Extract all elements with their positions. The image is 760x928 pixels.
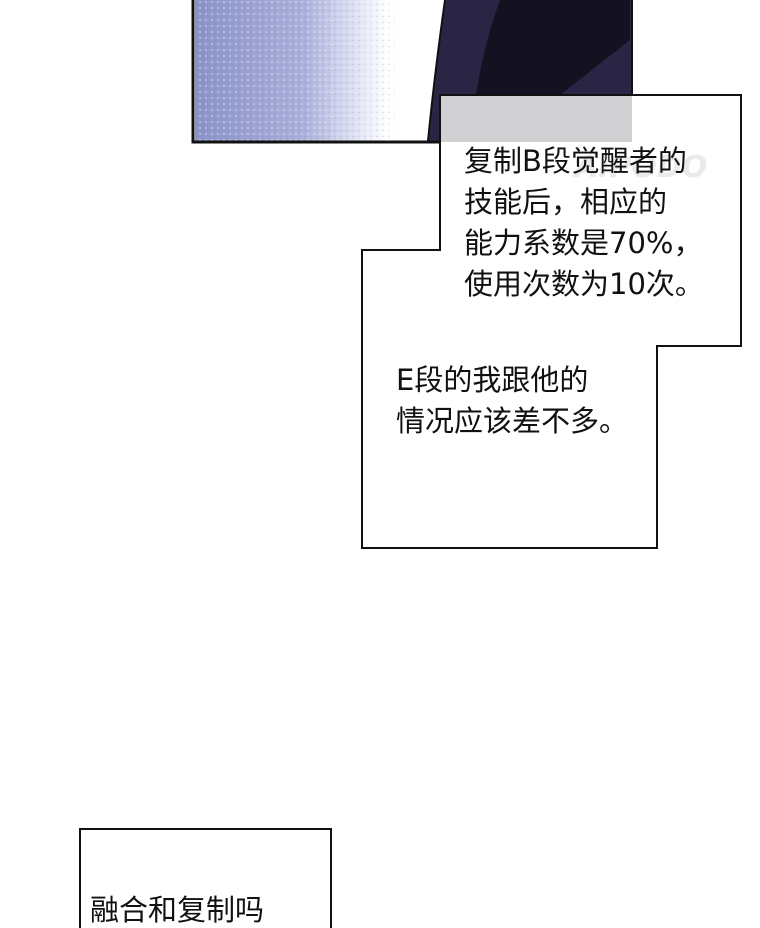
caption-line: 融合和复制吗	[90, 893, 265, 927]
caption-2-text: E段的我跟他的情况应该差不多。	[396, 360, 628, 442]
caption-line: E段的我跟他的	[396, 363, 589, 397]
caption-line: 复制B段觉醒者的	[464, 144, 687, 178]
caption-3-text: 融合和复制吗	[90, 894, 264, 926]
caption-1-text: 复制B段觉醒者的技能后，相应的能力系数是70%， 使用次数为10次。	[464, 141, 704, 305]
caption-box-3	[79, 828, 332, 928]
caption-line: 技能后，相应的	[464, 185, 668, 219]
watermark: AIPODO	[575, 150, 708, 185]
caption-box-1	[361, 94, 742, 549]
caption-line: 使用次数为10次。	[464, 267, 704, 301]
caption-line: 能力系数是70%，	[464, 226, 703, 260]
caption-line: 情况应该差不多。	[396, 404, 629, 438]
